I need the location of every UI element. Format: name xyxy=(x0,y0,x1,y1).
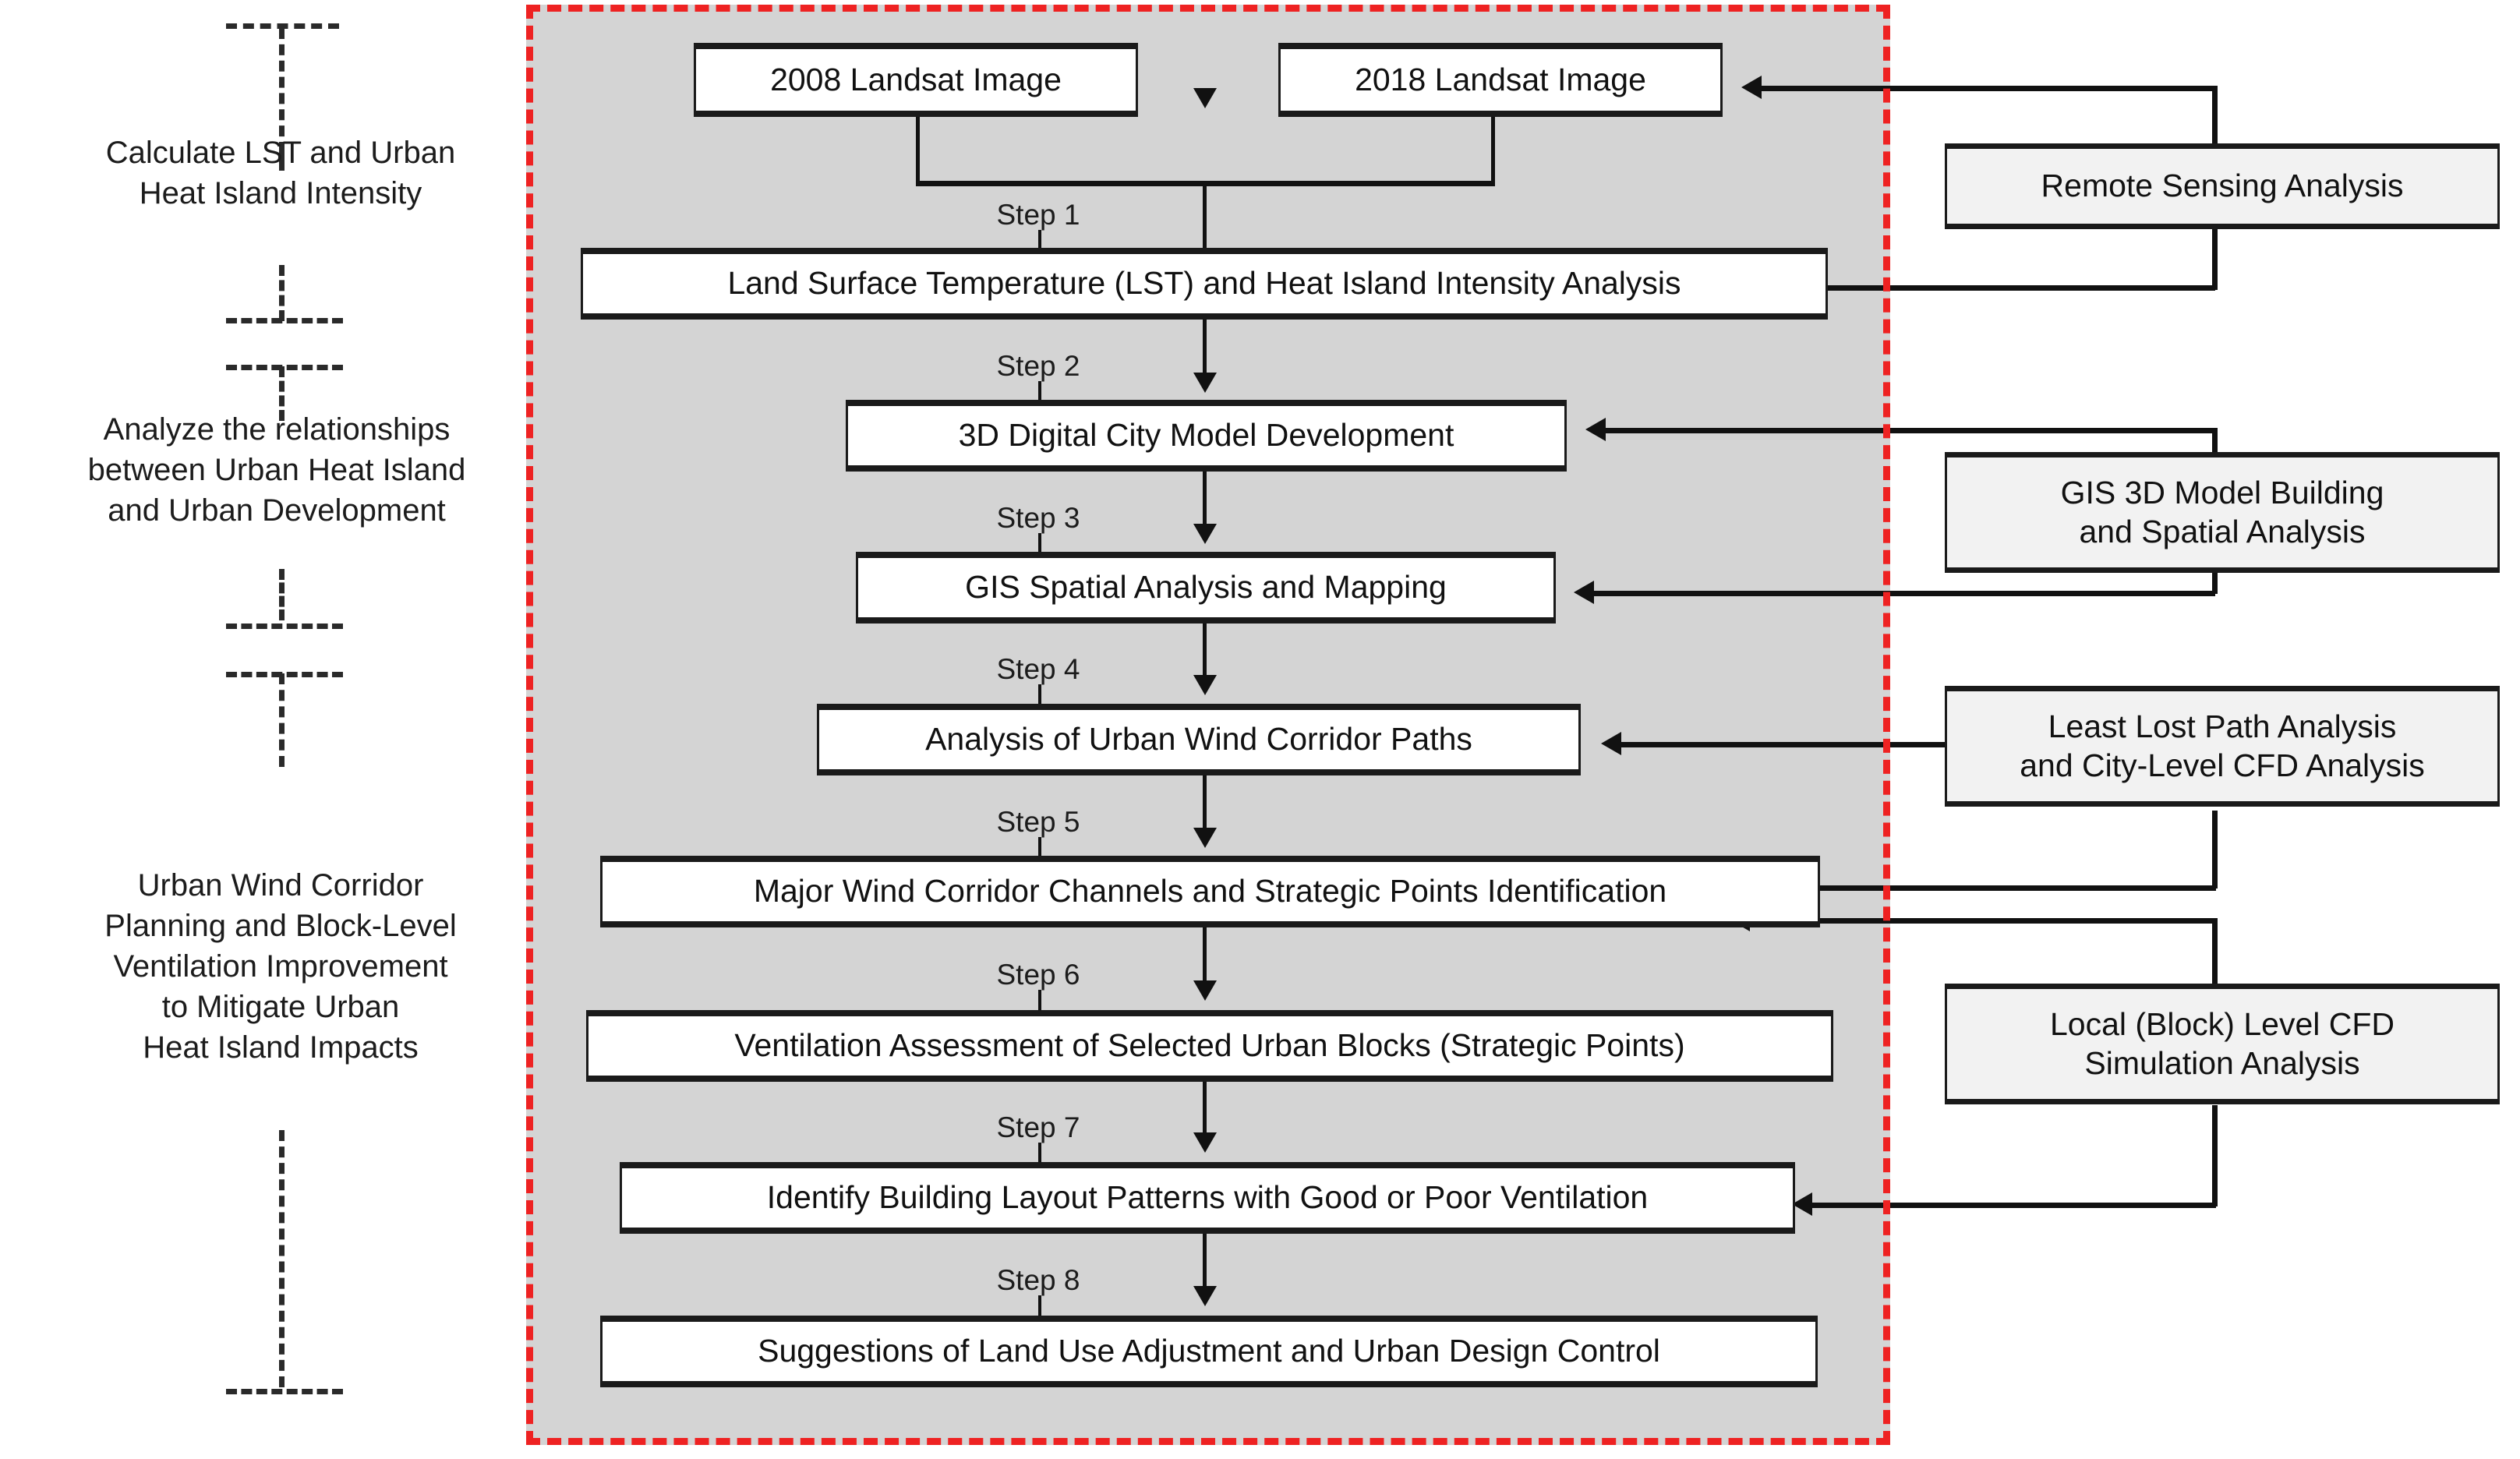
connector-localcfd-spine-bot xyxy=(2212,1105,2218,1206)
connector-2018-down xyxy=(1491,117,1495,183)
method-node-least-lost-path[interactable]: Least Lost Path Analysis and City-Level … xyxy=(1945,686,2500,807)
step-caption-8: Step 8 xyxy=(996,1264,1080,1296)
tick-step4 xyxy=(1038,684,1041,712)
arrowhead-rs-to-2018 xyxy=(1741,76,1762,99)
tick-step5 xyxy=(1038,837,1041,865)
connector-llp-to-step4 xyxy=(1621,742,1949,747)
tick-step7 xyxy=(1038,1143,1041,1171)
arrowhead-gis3d-to-step2 xyxy=(1585,418,1606,441)
connector-merge-to-step1 xyxy=(1203,181,1207,251)
step-caption-3: Step 3 xyxy=(996,502,1080,534)
arrowhead-to-step1 xyxy=(1193,88,1217,108)
phase-divider-4 xyxy=(226,672,343,677)
phase-bracket-stem-3a xyxy=(279,569,285,620)
connector-llp-spine xyxy=(2212,811,2218,888)
step-node-6[interactable]: Ventilation Assessment of Selected Urban… xyxy=(586,1010,1833,1082)
phase-label-2: Analyze the relationships between Urban … xyxy=(87,412,466,528)
connector-step7-step8 xyxy=(1203,1234,1207,1290)
connector-llp-to-step5 xyxy=(1750,885,2216,891)
phase-divider-bottom xyxy=(226,1389,343,1394)
method-node-local-cfd[interactable]: Local (Block) Level CFD Simulation Analy… xyxy=(1945,984,2500,1104)
phase-label-3: Urban Wind Corridor Planning and Block-L… xyxy=(104,868,457,1065)
phase-label-1: Calculate LST and Urban Heat Island Inte… xyxy=(105,136,456,210)
tick-step6 xyxy=(1038,990,1041,1018)
connector-step2-step3 xyxy=(1203,472,1207,530)
tick-step8 xyxy=(1038,1295,1041,1323)
tick-step1 xyxy=(1038,230,1041,258)
arrowhead-step3 xyxy=(1193,524,1217,544)
step-node-4[interactable]: Analysis of Urban Wind Corridor Paths xyxy=(817,704,1581,775)
step-caption-2: Step 2 xyxy=(996,350,1080,382)
phase-bracket-stem-2b xyxy=(279,265,285,321)
arrowhead-step8 xyxy=(1193,1286,1217,1306)
connector-step5-step6 xyxy=(1203,927,1207,984)
connector-2008-down xyxy=(916,117,920,183)
phase-bracket-stem-4a xyxy=(279,1130,285,1387)
connector-step4-step5 xyxy=(1203,775,1207,833)
method-node-gis-3d[interactable]: GIS 3D Model Building and Spatial Analys… xyxy=(1945,452,2500,573)
arrowhead-step4 xyxy=(1193,675,1217,695)
phase-bracket-stem-3b xyxy=(279,673,285,767)
input-node-2008[interactable]: 2008 Landsat Image xyxy=(694,43,1138,117)
step-caption-5: Step 5 xyxy=(996,806,1080,838)
connector-localcfd-to-step5 xyxy=(1750,918,2216,924)
phase-bracket-stem-1b xyxy=(279,152,285,171)
step-node-2[interactable]: 3D Digital City Model Development xyxy=(846,400,1567,472)
tick-step3 xyxy=(1038,533,1041,561)
tick-step2 xyxy=(1038,381,1041,409)
phase-divider-3 xyxy=(226,624,343,629)
arrowhead-step7 xyxy=(1193,1132,1217,1153)
connector-step1-step2 xyxy=(1203,320,1207,380)
connector-step6-step7 xyxy=(1203,1082,1207,1136)
step-caption-7: Step 7 xyxy=(996,1111,1080,1143)
arrowhead-step5 xyxy=(1193,828,1217,848)
connector-gis3d-to-step3 xyxy=(1594,591,2215,596)
arrowhead-step6 xyxy=(1193,980,1217,1001)
step-node-1[interactable]: Land Surface Temperature (LST) and Heat … xyxy=(581,248,1828,320)
connector-rs-to-2018 xyxy=(1762,86,2215,91)
arrowhead-localcfd-to-step7 xyxy=(1792,1192,1812,1216)
step-caption-1: Step 1 xyxy=(996,199,1080,231)
connector-localcfd-to-step7 xyxy=(1812,1203,2216,1208)
arrowhead-llp-to-step4 xyxy=(1601,732,1621,755)
step-caption-6: Step 6 xyxy=(996,959,1080,991)
connector-step3-step4 xyxy=(1203,624,1207,680)
phase-bracket-stem-2c xyxy=(279,366,285,421)
step-node-7[interactable]: Identify Building Layout Patterns with G… xyxy=(620,1162,1795,1234)
connector-gis3d-to-step2 xyxy=(1606,428,2215,433)
phase-divider-2 xyxy=(226,365,343,370)
arrowhead-step2 xyxy=(1193,373,1217,393)
step-node-5[interactable]: Major Wind Corridor Channels and Strateg… xyxy=(600,856,1820,927)
phase-divider-1 xyxy=(226,318,343,323)
connector-localcfd-spine-top xyxy=(2212,918,2218,1004)
step-caption-4: Step 4 xyxy=(996,653,1080,685)
input-node-2018[interactable]: 2018 Landsat Image xyxy=(1278,43,1723,117)
step-node-8[interactable]: Suggestions of Land Use Adjustment and U… xyxy=(600,1316,1818,1387)
method-node-remote-sensing[interactable]: Remote Sensing Analysis xyxy=(1945,143,2500,229)
arrowhead-gis3d-to-step3 xyxy=(1574,581,1594,604)
step-node-3[interactable]: GIS Spatial Analysis and Mapping xyxy=(856,552,1556,624)
connector-rs-to-step1 xyxy=(1754,285,2215,291)
phase-bracket-stem-1a xyxy=(279,28,285,153)
phase-divider-top xyxy=(226,23,339,29)
